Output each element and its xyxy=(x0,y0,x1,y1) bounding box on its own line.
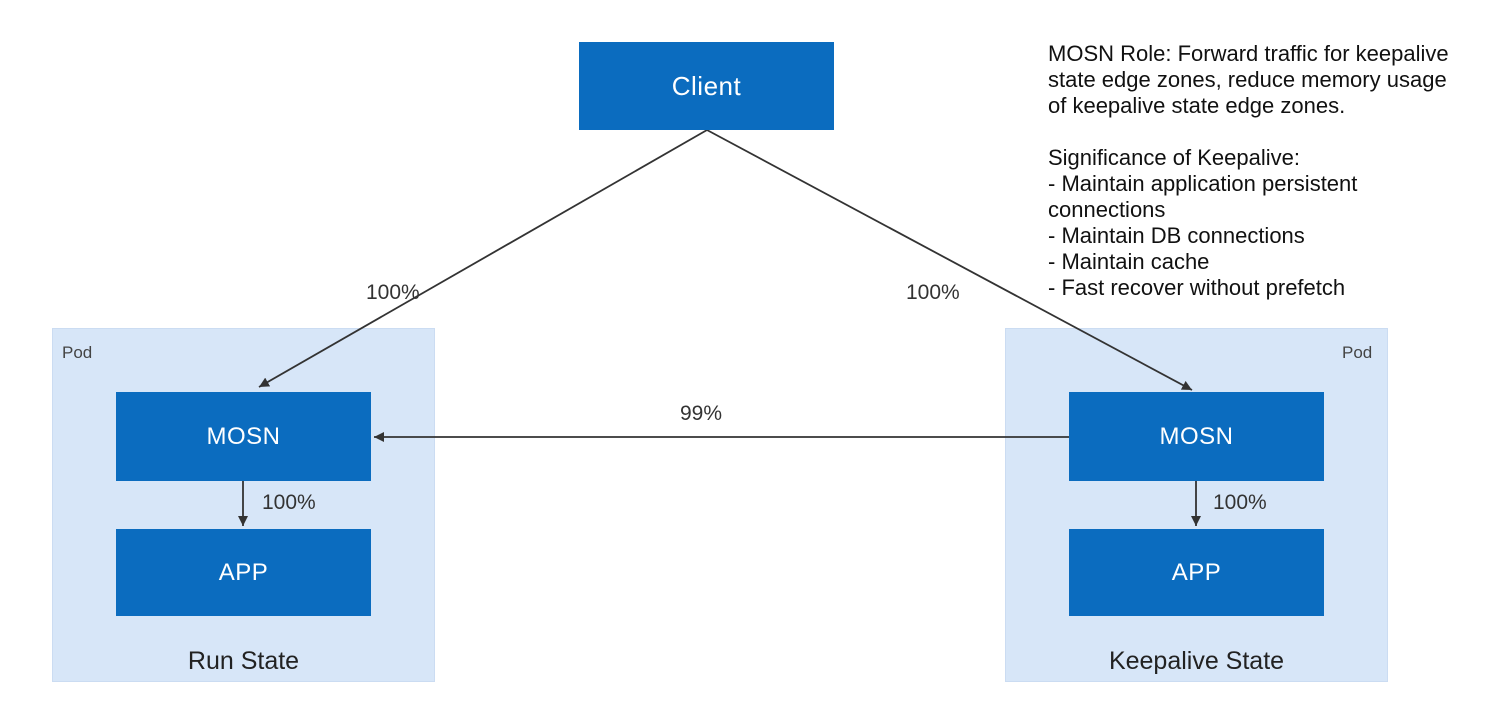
run-state-mosn-node: MOSN xyxy=(116,392,371,481)
edge-label-run-mosn-to-app: 100% xyxy=(262,491,316,514)
note-line: - Maintain application persistent xyxy=(1048,171,1358,196)
note-line: state edge zones, reduce memory usage xyxy=(1048,67,1447,92)
note-line: - Maintain cache xyxy=(1048,249,1210,274)
note-line: connections xyxy=(1048,197,1166,222)
edge-label-keepalive-to-run: 99% xyxy=(680,402,723,425)
keepalive-state-mosn-node: MOSN xyxy=(1069,392,1324,481)
note-title: Significance of Keepalive: xyxy=(1048,145,1300,170)
edge-client-to-keepalive-mosn xyxy=(706,129,1193,391)
keepalive-state-caption: Keepalive State xyxy=(1108,647,1285,675)
client-node: Client xyxy=(579,42,834,130)
note-line: - Maintain DB connections xyxy=(1048,223,1305,248)
note-line: of keepalive state edge zones. xyxy=(1048,93,1346,118)
edge-label-keepalive-mosn-to-app: 100% xyxy=(1213,491,1267,514)
run-state-app-node: APP xyxy=(116,529,371,616)
run-state-pod-label: Pod xyxy=(62,343,93,362)
note-line: - Fast recover without prefetch xyxy=(1048,275,1346,300)
keepalive-state-app-node: APP xyxy=(1069,529,1324,616)
edge-label-client-to-keepalive: 100% xyxy=(906,281,960,304)
note-line: MOSN Role: Forward traffic for keepalive xyxy=(1048,41,1449,66)
run-state-caption: Run State xyxy=(187,647,300,675)
keepalive-state-pod-label: Pod xyxy=(1342,343,1373,362)
edge-client-to-run-mosn xyxy=(258,129,708,388)
edge-label-client-to-run: 100% xyxy=(366,281,420,304)
